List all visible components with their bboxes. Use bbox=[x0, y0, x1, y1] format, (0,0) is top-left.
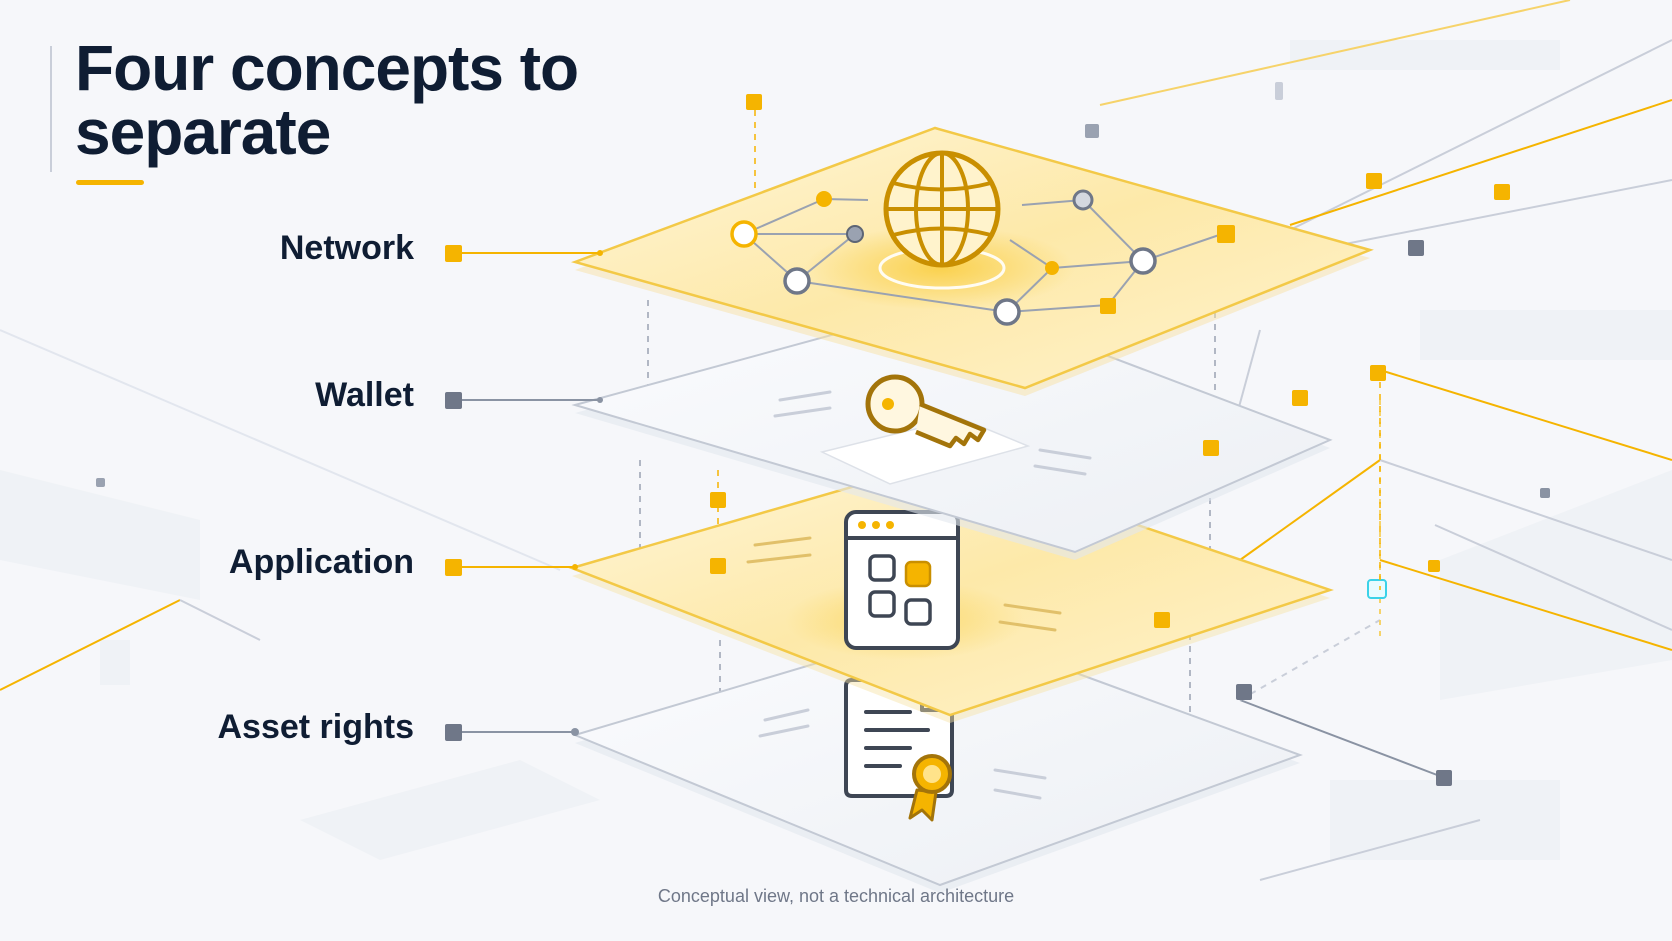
network-graph bbox=[730, 189, 1235, 326]
title-underline bbox=[76, 180, 144, 185]
app-window-icon bbox=[844, 510, 960, 650]
background-lines bbox=[0, 0, 1672, 881]
title-rule bbox=[50, 46, 52, 172]
background-blocks bbox=[0, 40, 1672, 860]
layer-label-asset-rights: Asset rights bbox=[217, 708, 415, 746]
certificate-icon bbox=[844, 678, 954, 822]
label-connectors bbox=[462, 252, 600, 733]
network-marker bbox=[445, 245, 462, 262]
key-icon bbox=[865, 374, 987, 449]
application-marker bbox=[445, 559, 462, 576]
layer-label-network: Network bbox=[279, 229, 414, 267]
asset-rights-marker bbox=[445, 724, 462, 741]
globe-icon bbox=[883, 150, 1001, 268]
caption: Conceptual view, not a technical archite… bbox=[657, 886, 1015, 906]
label-markers bbox=[445, 245, 603, 741]
layer-label-wallet: Wallet bbox=[315, 376, 414, 414]
layer-label-application: Application bbox=[228, 543, 414, 581]
page-title: Four concepts to separate bbox=[75, 32, 579, 168]
wallet-marker bbox=[445, 392, 462, 409]
background-cubes bbox=[96, 82, 1550, 786]
